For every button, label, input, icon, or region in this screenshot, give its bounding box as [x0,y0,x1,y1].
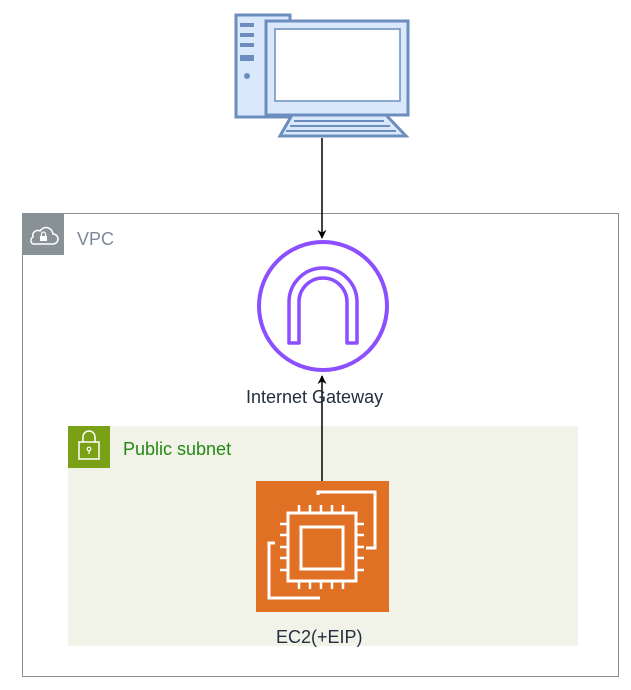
cloud-lock-icon [22,213,64,255]
internet-gateway-label: Internet Gateway [246,387,384,407]
vpc-border[interactable] [22,213,619,677]
public-subnet-label: Public subnet [123,439,232,459]
ec2-label: EC2(+EIP) [276,627,363,647]
internet-gateway-icon[interactable] [257,240,389,372]
desktop-computer-icon[interactable] [234,13,410,138]
padlock-icon [68,426,110,468]
vpc-label: VPC [77,229,115,249]
ec2-chip-icon[interactable] [256,481,389,612]
vpc-group[interactable] [22,213,619,677]
